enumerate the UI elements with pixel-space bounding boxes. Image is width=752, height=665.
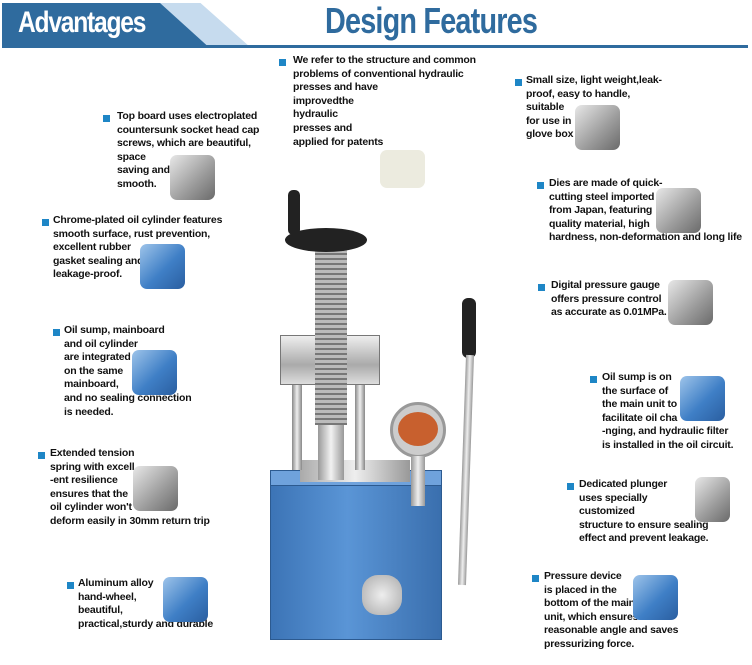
pressure-device-thumbnail xyxy=(633,575,678,620)
handwheel-grip xyxy=(288,190,300,235)
bullet-icon xyxy=(532,575,539,582)
oil-knob xyxy=(362,575,402,615)
feature-text: Top board uses electroplated countersunk… xyxy=(117,110,260,190)
feature-text: Dies are made of quick- cutting steel im… xyxy=(549,177,742,244)
page-title: Design Features xyxy=(325,0,538,41)
feature-text: Dedicated plunger uses specially customi… xyxy=(579,478,709,545)
handwheel-thumbnail xyxy=(163,577,208,622)
bullet-icon xyxy=(38,452,45,459)
feature-text: Oil sump is on the surface of the main u… xyxy=(602,371,734,451)
column-right xyxy=(355,360,365,470)
glovebox-thumbnail xyxy=(575,105,620,150)
feature-text: Extended tension spring with excell -ent… xyxy=(50,447,210,527)
bullet-icon xyxy=(279,59,286,66)
plunger-thumbnail xyxy=(695,477,730,522)
feature-text: Aluminum alloy hand-wheel, beautiful, pr… xyxy=(78,577,214,630)
press-base xyxy=(270,482,442,640)
gauge-display xyxy=(398,412,438,446)
bullet-icon xyxy=(537,182,544,189)
feature-text: We refer to the structure and common pro… xyxy=(293,54,476,148)
bullet-icon xyxy=(67,582,74,589)
bullet-icon xyxy=(42,219,49,226)
screw-thumbnail xyxy=(170,155,215,200)
cylinder-thumbnail xyxy=(140,244,185,289)
screw xyxy=(315,245,347,425)
column-left xyxy=(292,360,302,470)
gauge-thumbnail xyxy=(668,280,713,325)
die xyxy=(318,425,344,480)
banner-rule xyxy=(2,45,748,48)
feature-text: Chrome-plated oil cylinder features smoo… xyxy=(53,214,223,281)
die-thumbnail xyxy=(656,188,701,233)
bullet-icon xyxy=(515,79,522,86)
spring-thumbnail xyxy=(133,466,178,511)
bullet-icon xyxy=(103,115,110,122)
bullet-icon xyxy=(538,284,545,291)
gauge-stem xyxy=(411,456,425,506)
header-banner: Advantages Design Features xyxy=(0,0,752,50)
lever-rod xyxy=(457,354,475,586)
advantages-label: Advantages xyxy=(18,6,146,39)
feature-text: Small size, light weight,leak- proof, ea… xyxy=(526,74,662,141)
bullet-icon xyxy=(567,483,574,490)
patent-certificate-thumbnail xyxy=(380,150,425,188)
lever-handle xyxy=(462,298,476,358)
feature-text: Oil sump, mainboard and oil cylinder are… xyxy=(64,324,192,418)
bullet-icon xyxy=(53,329,60,336)
feature-text: Digital pressure gauge offers pressure c… xyxy=(551,279,667,319)
feature-text: Pressure device is placed in the bottom … xyxy=(544,570,679,650)
bullet-icon xyxy=(590,376,597,383)
oil-sump-thumbnail xyxy=(680,376,725,421)
mainboard-thumbnail xyxy=(132,350,177,395)
